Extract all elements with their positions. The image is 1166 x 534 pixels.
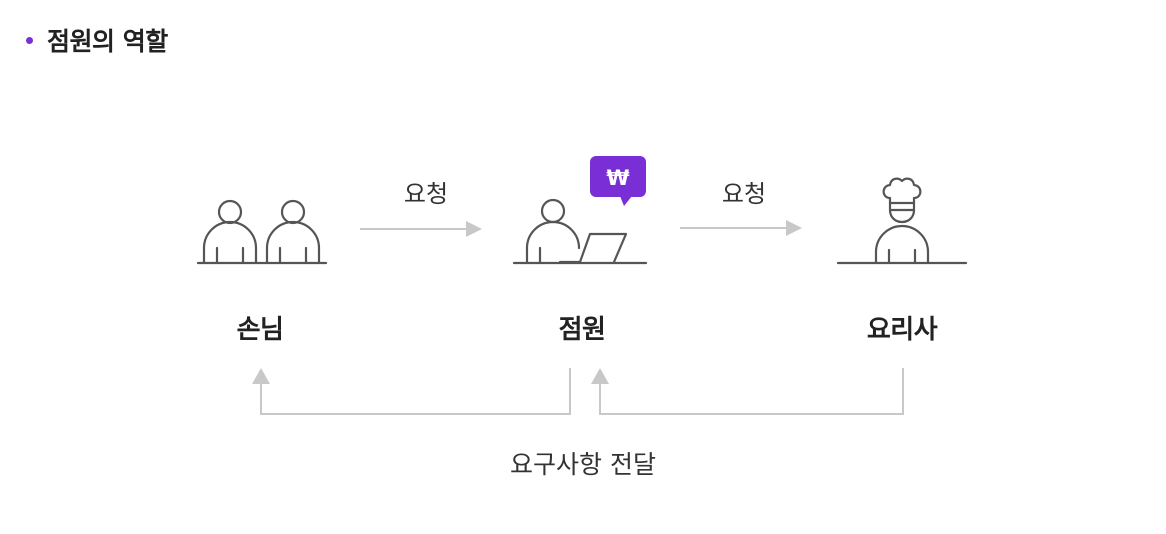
bullet-dot bbox=[26, 36, 33, 44]
role-clerk: 점원 bbox=[558, 315, 606, 345]
requirements-label: 요구사항 전달 bbox=[510, 450, 656, 479]
feedback-arrow-to-clerk bbox=[591, 368, 904, 415]
role-customer: 손님 bbox=[236, 315, 284, 345]
cook-icon bbox=[836, 177, 968, 265]
request-arrow-1 bbox=[360, 221, 482, 237]
feedback-arrow-to-customer bbox=[252, 368, 571, 415]
section-heading: 점원의 역할 bbox=[26, 22, 168, 58]
request-arrow-2 bbox=[680, 220, 802, 236]
customers-icon bbox=[196, 199, 328, 265]
request-label-1: 요청 bbox=[403, 180, 449, 208]
section-title: 점원의 역할 bbox=[47, 27, 168, 56]
svg-text:₩: ₩ bbox=[606, 166, 629, 190]
request-label-2: 요청 bbox=[721, 180, 767, 208]
clerk-icon bbox=[512, 198, 648, 265]
role-cook: 요리사 bbox=[866, 315, 938, 345]
won-badge-icon: ₩ bbox=[590, 156, 646, 206]
